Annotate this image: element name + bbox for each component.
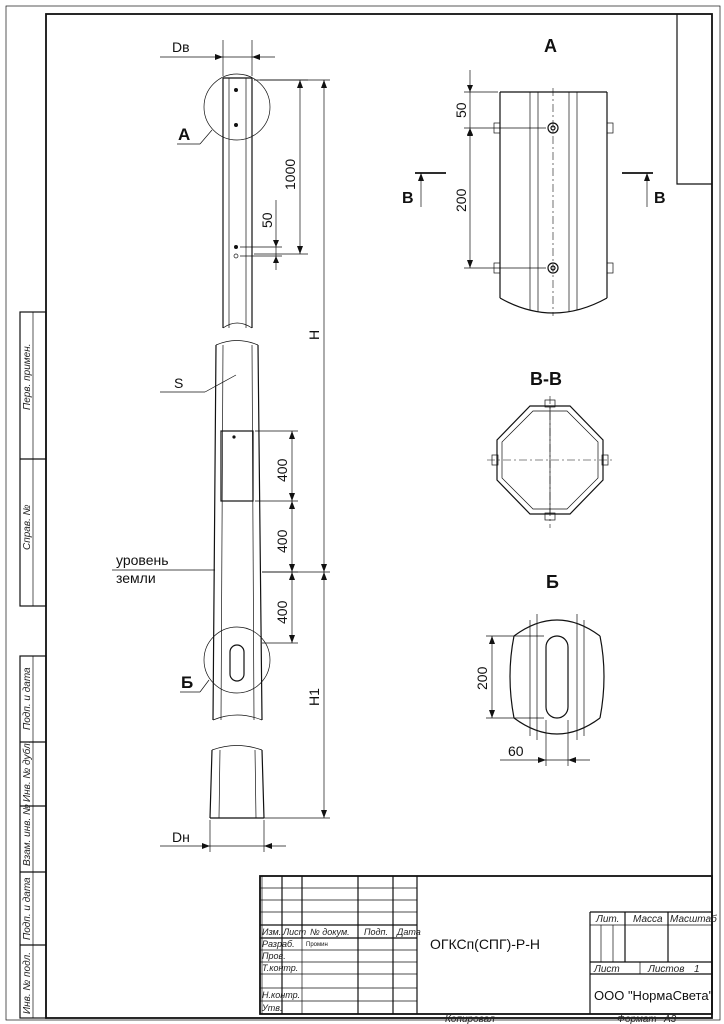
tb-h-izm: Изм. xyxy=(262,927,281,937)
dim-h1: H1 xyxy=(306,688,322,706)
inner-frame xyxy=(45,13,713,1019)
dim-1000: 1000 xyxy=(282,159,298,190)
tb-listov-value: 1 xyxy=(694,964,700,975)
tb-lit: Лит. xyxy=(595,914,619,925)
footer-kopiroval: Копировал xyxy=(445,1014,495,1024)
corner-box xyxy=(676,14,712,185)
view-b-dim-60: 60 xyxy=(508,743,524,759)
title-block: Изм. Лист № докум. Подп. Дата Разраб. Пр… xyxy=(259,875,717,1015)
tb-h-ndokum: № докум. xyxy=(310,927,350,937)
tb-r-razrab: Разраб. xyxy=(262,939,295,949)
dim-400-3: 400 xyxy=(274,600,290,624)
view-b: Б 200 60 xyxy=(474,572,605,766)
tb-h-list: Лист xyxy=(282,927,307,937)
stamp-sprav-no: Справ. № xyxy=(22,504,33,550)
tb-developer: Промин xyxy=(306,942,328,948)
tb-list: Лист xyxy=(593,964,620,975)
view-a-title: А xyxy=(544,36,557,56)
dim-h: H xyxy=(306,330,322,340)
callout-a-label: А xyxy=(178,125,190,144)
dim-400-1: 400 xyxy=(274,458,290,482)
view-vv-title: В-В xyxy=(530,369,562,389)
tb-designation: ОГКСп(СПГ)-Р-Н xyxy=(430,936,540,952)
tb-massa: Масса xyxy=(633,914,663,925)
stamp-inv-dubl: Инв. № дубл. xyxy=(21,741,33,803)
dim-50: 50 xyxy=(259,212,275,228)
outer-frame xyxy=(5,5,721,1021)
footer-format: Формат xyxy=(617,1014,657,1024)
tb-listov: Листов xyxy=(647,964,684,975)
label-s: S xyxy=(174,375,183,391)
tb-masshtab: Масштаб xyxy=(670,913,717,925)
view-a-dim-50: 50 xyxy=(453,102,469,118)
stamp-podp-data-1: Подп. и дата xyxy=(22,667,33,730)
view-a-dim-200: 200 xyxy=(453,188,469,212)
tb-h-podp: Подп. xyxy=(364,927,388,937)
tb-r-nkontr: Н.контр. xyxy=(262,990,300,1000)
pole-main-view: Dв Dн А Б S уровень земли 1000 50 xyxy=(112,39,330,852)
stamp-vzam-inv: Взам. инв. № xyxy=(22,804,33,866)
callout-a-circle xyxy=(203,73,271,141)
stamp-podp-data-2: Подп. и дата xyxy=(22,877,33,940)
callout-b-circle xyxy=(203,626,271,694)
view-a: А 50 200 В В xyxy=(402,36,666,316)
view-b-dim-200: 200 xyxy=(474,666,490,690)
tb-r-prov: Пров. xyxy=(262,951,286,961)
left-stamp: Перв. примен. Справ. № Подп. и дата Инв.… xyxy=(19,311,47,1019)
dim-400-2: 400 xyxy=(274,529,290,553)
stamp-perv-primen: Перв. примен. xyxy=(22,344,33,410)
view-b-title: Б xyxy=(546,572,559,592)
label-ground-line1: уровень xyxy=(116,552,169,568)
stamp-inv-podl: Инв. № подл. xyxy=(22,952,33,1014)
view-a-section-left: В xyxy=(402,190,414,207)
tb-r-utv: Утв. xyxy=(261,1003,282,1013)
tb-company: ООО "НормаСвета" xyxy=(594,988,714,1003)
tb-r-tkontr: Т.контр. xyxy=(262,963,298,973)
callout-b-label: Б xyxy=(181,673,193,692)
tb-h-data: Дата xyxy=(396,927,421,937)
footer-format-value: А3 xyxy=(663,1014,677,1024)
label-ground-line2: земли xyxy=(116,570,156,586)
view-a-section-right: В xyxy=(654,190,666,207)
dim-dn: Dн xyxy=(172,829,190,845)
dim-dv: Dв xyxy=(172,39,190,55)
view-vv: В-В xyxy=(487,369,613,528)
